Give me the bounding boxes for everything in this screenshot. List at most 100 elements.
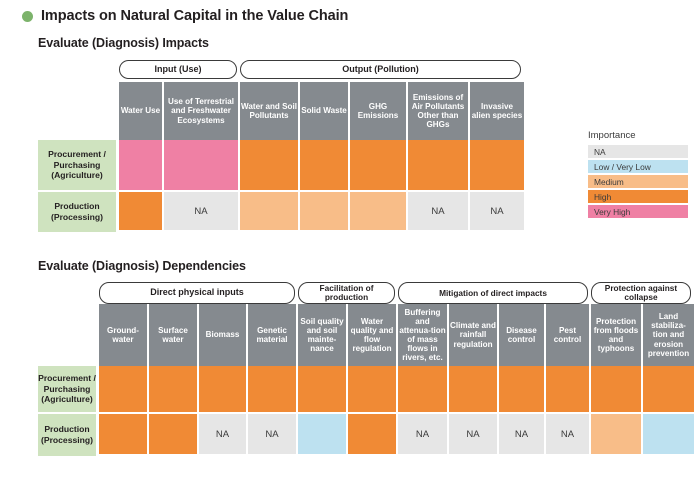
legend-item-na: NA [588, 145, 688, 158]
legend-item-label: Medium [594, 176, 624, 187]
dependencies-cell: NA [449, 414, 499, 456]
legend-item-label: Low / Very Low [594, 161, 651, 172]
legend-item-very-high: Very High [588, 205, 688, 218]
impacts-cell: NA [164, 192, 240, 232]
dependencies-row-label: Procurement / Purchasing (Agriculture) [38, 366, 96, 414]
dependencies-column-header-text: Land stabiliza-tion and erosion preventi… [647, 312, 690, 358]
dependencies-cell-text: NA [514, 428, 529, 440]
dependencies-cell [591, 414, 643, 456]
impacts-column-header: Solid Waste [300, 82, 350, 140]
dependencies-group-label: Direct physical inputs [150, 287, 244, 298]
impacts-cell-text: NA [490, 205, 504, 217]
section-title-impacts: Evaluate (Diagnosis) Impacts [38, 36, 209, 50]
impacts-table: Input (Use) Output (Pollution) Procurement… [38, 60, 524, 232]
legend-title: Importance [588, 130, 636, 141]
impacts-group-pill: Output (Pollution) [240, 60, 521, 79]
impacts-column-header-text: Water and Soil Pollutants [241, 101, 297, 120]
dependencies-cell-text: NA [415, 428, 430, 440]
dependencies-column-header-text: Protection from floods and typhoons [593, 316, 639, 354]
dependencies-column-header-text: Genetic material [256, 325, 288, 344]
impacts-cell [164, 140, 240, 192]
dependencies-group-pill: Mitigation of direct impacts [398, 282, 588, 304]
dependencies-group-label: Facilitation of production [319, 283, 374, 302]
dependencies-cell [449, 366, 499, 414]
impacts-column-header-text: Water Use [120, 106, 161, 116]
dependencies-row-label-text: Procurement / Purchasing (Agriculture) [38, 372, 96, 405]
dependencies-cell [199, 366, 248, 414]
dependencies-cell [546, 366, 591, 414]
dependencies-column-header-text: Surface water [158, 325, 188, 344]
impacts-corner-spacer [38, 82, 116, 140]
impacts-column-header: GHG Emissions [350, 82, 408, 140]
dependencies-cell-text: NA [215, 428, 230, 440]
legend-item-label: High [594, 191, 612, 202]
impacts-column-header-text: Emissions of Air Pollutants Other than G… [411, 92, 465, 130]
dependencies-column-header-text: Pest control [553, 325, 582, 344]
dependencies-cell [298, 414, 348, 456]
dependencies-cell: NA [398, 414, 449, 456]
impacts-row-label: Production (Processing) [38, 192, 116, 232]
dependencies-column-header-text: Water quality and flow regulation [350, 316, 394, 354]
dependencies-column-header: Protection from floods and typhoons [591, 304, 643, 366]
dependencies-column-header: Genetic material [248, 304, 298, 366]
dependencies-cell [348, 414, 398, 456]
impacts-cell: NA [408, 192, 470, 232]
dependencies-cell [398, 366, 449, 414]
impacts-column-header-text: GHG Emissions [357, 101, 399, 120]
dependencies-group-pill: Facilitation of production [298, 282, 395, 304]
dependencies-group-label: Protection against collapse [604, 283, 678, 302]
dependencies-cell [248, 366, 298, 414]
dependencies-column-header-text: Biomass [205, 330, 240, 340]
dependencies-cell-text: NA [560, 428, 575, 440]
dependencies-cell [348, 366, 398, 414]
dependencies-cell [99, 414, 149, 456]
dependencies-column-header: Soil quality and soil mainte-nance [298, 304, 348, 366]
impacts-row-label-text: Production (Processing) [50, 201, 104, 222]
impacts-cell-text: NA [431, 205, 445, 217]
impacts-cell [350, 192, 408, 232]
dependencies-group-header-row: Direct physical inputs Facilitation of pr… [99, 282, 694, 304]
legend-item-medium: Medium [588, 175, 688, 188]
dependencies-cell: NA [546, 414, 591, 456]
impacts-column-header: Emissions of Air Pollutants Other than G… [408, 82, 470, 140]
legend-item-label: Very High [594, 206, 631, 217]
dependencies-cell-text: NA [265, 428, 279, 440]
dependencies-column-header: Buffering and attenua-tion of mass flows… [398, 304, 449, 366]
impacts-cell-text: NA [194, 205, 208, 217]
impacts-column-header-text: Invasive alien species [471, 101, 523, 120]
impacts-group-label: Output (Pollution) [342, 63, 419, 74]
dependencies-column-header-text: Climate and rainfall regulation [450, 321, 496, 349]
impacts-cell [470, 140, 524, 192]
dependencies-group-pill: Protection against collapse [591, 282, 691, 304]
dependencies-row-label: Production (Processing) [38, 414, 96, 456]
dependencies-column-header-text: Soil quality and soil mainte-nance [300, 316, 344, 354]
impacts-cell [240, 140, 300, 192]
impacts-group-pill: Input (Use) [119, 60, 237, 79]
impacts-cell [300, 192, 350, 232]
dependencies-cell [99, 366, 149, 414]
dependencies-corner-spacer [38, 304, 96, 366]
legend-item-low-very-low: Low / Very Low [588, 160, 688, 173]
impacts-cell [240, 192, 300, 232]
impacts-row-label: Procurement / Purchasing (Agriculture) [38, 140, 116, 192]
impacts-column-header: Water and Soil Pollutants [240, 82, 300, 140]
page-title: Impacts on Natural Capital in the Value … [22, 8, 348, 24]
impacts-column-header-text: Use of Terrestrial and Freshwater Ecosys… [168, 97, 234, 125]
dependencies-column-header-text: Disease control [506, 325, 537, 344]
dependencies-group-pill: Direct physical inputs [99, 282, 295, 304]
impacts-column-header-text: Solid Waste [301, 106, 347, 116]
dependencies-cell [499, 366, 546, 414]
section-title-dependencies: Evaluate (Diagnosis) Dependencies [38, 259, 246, 273]
dependencies-cell: NA [248, 414, 298, 456]
impacts-column-header: Use of Terrestrial and Freshwater Ecosys… [164, 82, 240, 140]
dependencies-cell [643, 414, 694, 456]
dependencies-column-header-text: Buffering and attenua-tion of mass flows… [399, 307, 446, 363]
dependencies-cell: NA [499, 414, 546, 456]
dependencies-cell [643, 366, 694, 414]
dependencies-column-header: Climate and rainfall regulation [449, 304, 499, 366]
impacts-column-header: Invasive alien species [470, 82, 524, 140]
dependencies-cell [591, 366, 643, 414]
impacts-cell [119, 140, 164, 192]
dependencies-cell [298, 366, 348, 414]
dependencies-column-header: Surface water [149, 304, 199, 366]
